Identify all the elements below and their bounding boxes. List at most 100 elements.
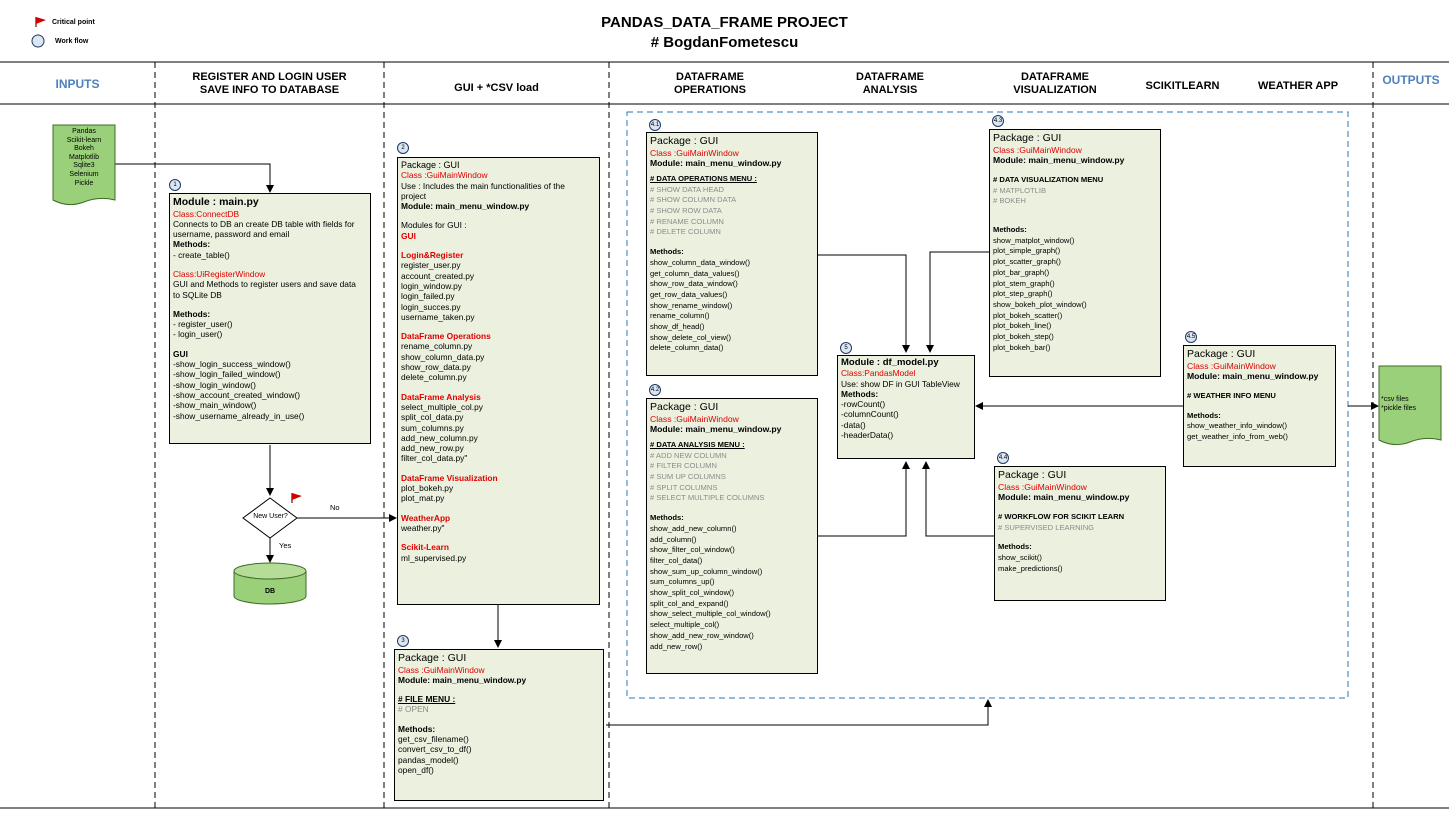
module-file: split_col_data.py	[401, 412, 464, 423]
description: GUI and Methods to register users and sa…	[173, 279, 356, 290]
method: get_csv_filename()	[398, 733, 469, 744]
class-name: Class :GuiMainWindow	[650, 147, 739, 158]
db-cylinder	[233, 562, 307, 605]
menu-item: # OPEN	[398, 704, 429, 715]
section-heading: DataFrame Operations	[401, 331, 491, 342]
method: show_filter_col_window()	[650, 545, 735, 555]
method: show_delete_col_view()	[650, 332, 732, 342]
method: show_column_data_window()	[650, 257, 751, 267]
menu-heading: # WORKFLOW FOR SCIKIT LEARN	[998, 511, 1125, 521]
module-file: username_taken.py	[401, 311, 475, 322]
input-lib: Matplotlib	[69, 153, 99, 161]
workflow-circle-icon	[31, 34, 45, 48]
package-name: Package : GUI	[650, 135, 719, 147]
module-file: show_row_data.py	[401, 362, 471, 373]
box-scikit-learn: Package : GUI Class :GuiMainWindow Modul…	[994, 466, 1166, 601]
menu-item: # SHOW DATA HEAD	[650, 184, 724, 194]
box-data-operations: Package : GUI Class :GuiMainWindow Modul…	[646, 132, 818, 376]
methods-heading: Methods:	[993, 225, 1027, 235]
class-name: Class:PandasModel	[841, 368, 916, 379]
class-name: Class :GuiMainWindow	[401, 170, 488, 181]
method: show_row_data_window()	[650, 279, 738, 289]
box-data-visualization: Package : GUI Class :GuiMainWindow Modul…	[989, 129, 1161, 377]
module-file: login_window.py	[401, 280, 462, 291]
method: plot_bokeh_step()	[993, 332, 1054, 342]
method: filter_col_data()	[650, 555, 703, 565]
method: convert_csv_to_df()	[398, 744, 472, 755]
method: plot_scatter_graph()	[993, 257, 1061, 267]
method: plot_step_graph()	[993, 289, 1053, 299]
header-visualization: DATAFRAME VISUALIZATION	[1000, 66, 1110, 102]
gui-label: GUI	[401, 230, 416, 241]
gui-method: -show_account_created_window()	[173, 389, 301, 400]
method: plot_bar_graph()	[993, 267, 1050, 277]
page-title: PANDAS_DATA_FRAME PROJECT	[601, 14, 848, 31]
header-register-line2: SAVE INFO TO DATABASE	[199, 84, 340, 96]
method: split_col_and_expand()	[650, 598, 729, 608]
usage: project	[401, 190, 427, 201]
step-number-1: 1	[169, 179, 181, 191]
method: get_weather_info_from_web()	[1187, 432, 1288, 442]
method: plot_simple_graph()	[993, 246, 1061, 256]
section-heading: DataFrame Visualization	[401, 472, 498, 483]
methods-heading: Methods:	[398, 723, 436, 734]
method: show_matplot_window()	[993, 235, 1075, 245]
module-file: delete_column.py	[401, 372, 467, 383]
page-subtitle: # BogdanFometescu	[650, 34, 799, 51]
method: delete_column_data()	[650, 343, 724, 353]
output-item: *pickle files	[1381, 404, 1417, 412]
db-label: DB	[264, 588, 276, 595]
input-lib: Bokeh	[74, 145, 94, 153]
module-name: Module : df_model.py	[841, 357, 939, 368]
menu-item: # SHOW COLUMN DATA	[650, 195, 737, 205]
step-number-4-2: 4.2	[649, 384, 661, 396]
header-vis-line2: VISUALIZATION	[1013, 84, 1097, 96]
method: get_row_data_values()	[650, 289, 728, 299]
class-name: Class :GuiMainWindow	[398, 664, 485, 675]
method: -rowCount()	[841, 399, 886, 410]
methods-heading: Methods:	[173, 239, 211, 250]
section-heading: Scikit-Learn	[401, 542, 449, 553]
module-file: add_new_row.py	[401, 443, 464, 454]
method: show_df_head()	[650, 322, 705, 332]
method: add_column()	[650, 534, 697, 544]
description: username, password and email	[173, 229, 290, 240]
header-gui: GUI + *CSV load	[454, 81, 539, 94]
usage: Use: show DF in GUI TableView	[841, 378, 960, 389]
outputs-document: *csv files *pickle files	[1381, 396, 1439, 413]
method: pandas_model()	[398, 754, 459, 765]
decision-flag-icon	[291, 493, 302, 503]
module-file: register_user.py	[401, 260, 461, 271]
menu-item: # RENAME COLUMN	[650, 216, 724, 226]
header-register-line1: REGISTER AND LOGIN USER	[192, 71, 347, 83]
class-name: Class :GuiMainWindow	[993, 144, 1082, 155]
gui-method: -show_username_already_in_use()	[173, 410, 305, 421]
module-name: Module: main_menu_window.py	[650, 158, 782, 169]
method: -data()	[841, 419, 866, 430]
box-file-menu: Package : GUI Class :GuiMainWindow Modul…	[394, 649, 604, 801]
section-heading: DataFrame Analysis	[401, 391, 481, 402]
module-name: Module: main_menu_window.py	[993, 155, 1125, 166]
header-ops-line2: OPERATIONS	[674, 84, 746, 96]
header-ops-line1: DATAFRAME	[675, 71, 745, 83]
module-file: filter_col_data.py"	[401, 453, 468, 464]
module-name: Module: main_menu_window.py	[401, 201, 530, 212]
menu-item: # SELECT MULTIPLE COLUMNS	[650, 493, 765, 503]
method: plot_bokeh_line()	[993, 321, 1052, 331]
method: -columnCount()	[841, 409, 899, 420]
method: show_rename_window()	[650, 300, 733, 310]
output-item: *csv files	[1381, 396, 1409, 403]
menu-item: # ADD NEW COLUMN	[650, 450, 727, 460]
gui-method: -show_login_success_window()	[173, 359, 291, 370]
decision-yes-label: Yes	[279, 541, 292, 550]
module-file: rename_column.py	[401, 341, 473, 352]
module-name: Module: main_menu_window.py	[998, 492, 1130, 503]
menu-heading: # DATA ANALYSIS MENU :	[650, 439, 745, 449]
input-lib: Pandas	[72, 128, 96, 135]
module-file: add_new_column.py	[401, 432, 478, 443]
method: get_column_data_values()	[650, 268, 740, 278]
menu-heading: # WEATHER INFO MENU	[1187, 390, 1276, 400]
class-name: Class :GuiMainWindow	[998, 481, 1087, 492]
methods-heading: Methods:	[841, 388, 879, 399]
header-weather: WEATHER APP	[1257, 79, 1339, 92]
